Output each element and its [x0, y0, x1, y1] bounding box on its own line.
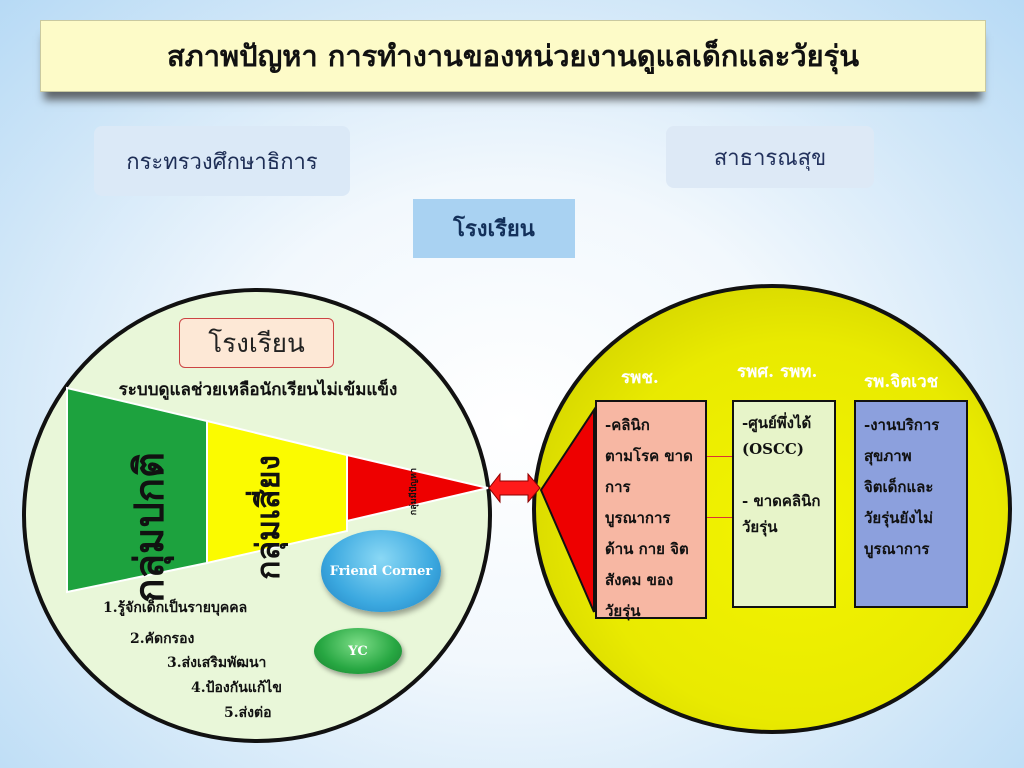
school-inner-label: โรงเรียน [179, 318, 334, 368]
moph-label: สาธารณสุข [666, 126, 874, 188]
triangle-problem-segment [346, 453, 489, 523]
box-line: - ขาดคลินิก [742, 492, 821, 510]
hospital-header-community: รพช. [621, 368, 659, 388]
step-item: 2.คัดกรอง [130, 631, 195, 647]
right-funnel-triangle [539, 406, 595, 613]
step-item: 5.ส่งต่อ [224, 705, 272, 721]
school-label: โรงเรียน [413, 199, 575, 258]
box-line: วัยรุ่นยังไม่ [864, 509, 934, 527]
triangle-risk-segment [206, 419, 348, 565]
psychiatric-hospital-box: -งานบริการ สุขภาพ จิตเด็กและ วัยรุ่นยังไ… [854, 400, 968, 608]
box-line: (OSCC) [742, 440, 804, 458]
step-item: 1.รู้จักเด็กเป็นรายบุคคล [103, 600, 248, 616]
regional-hospital-box: -ศูนย์พึ่งได้ (OSCC) - ขาดคลินิก วัยรุ่น [732, 400, 836, 608]
yc-badge: YC [314, 628, 402, 674]
page-title: สภาพปัญหา การทำงานของหน่วยงานดูแลเด็กและ… [166, 39, 860, 73]
triangle-label-risk: กลุ่มเสี่ยง [249, 455, 287, 580]
double-arrow-icon [488, 472, 541, 504]
box-line: ด้าน กาย จิต [605, 540, 689, 558]
connector-line [707, 456, 732, 457]
moe-label: กระทรวงศึกษาธิการ [94, 126, 350, 196]
box-line: วัยรุ่น [742, 518, 778, 536]
box-line: ตามโรค ขาด [605, 447, 693, 465]
weak-system-label: ระบบดูแลช่วยเหลือนักเรียนไม่เข้มแข็ง [118, 380, 398, 400]
hospital-header-psychiatric: รพ.จิตเวช [864, 372, 939, 392]
triangle-label-problem: กลุ่มมีปัญหา [409, 468, 419, 516]
box-line: -ศูนย์พึ่งได้ [742, 414, 812, 432]
box-line: สุขภาพ [864, 447, 912, 465]
box-line: สังคม ของ [605, 571, 674, 589]
connector-line [707, 517, 732, 518]
box-line: วัยรุ่น [605, 602, 641, 620]
community-hospital-box: -คลินิก ตามโรค ขาด การ บูรณาการ ด้าน กาย… [595, 400, 707, 620]
box-line: จิตเด็กและ [864, 478, 934, 496]
friend-corner-badge: Friend Corner [321, 530, 441, 612]
box-line: -งานบริการ [864, 416, 940, 434]
box-line [742, 462, 826, 488]
box-line: การ [605, 478, 631, 496]
hospital-header-regional: รพศ. รพท. [737, 362, 818, 382]
box-line: -คลินิก [605, 416, 650, 434]
box-line: บูรณาการ [605, 509, 671, 527]
step-item: 3.ส่งเสริมพัฒนา [167, 655, 267, 671]
title-banner: สภาพปัญหา การทำงานของหน่วยงานดูแลเด็กและ… [40, 20, 986, 92]
box-line: บูรณาการ [864, 540, 930, 558]
triangle-label-normal: กลุ่มปกติ [126, 452, 173, 603]
step-item: 4.ป้องกันแก้ไข [191, 680, 282, 696]
